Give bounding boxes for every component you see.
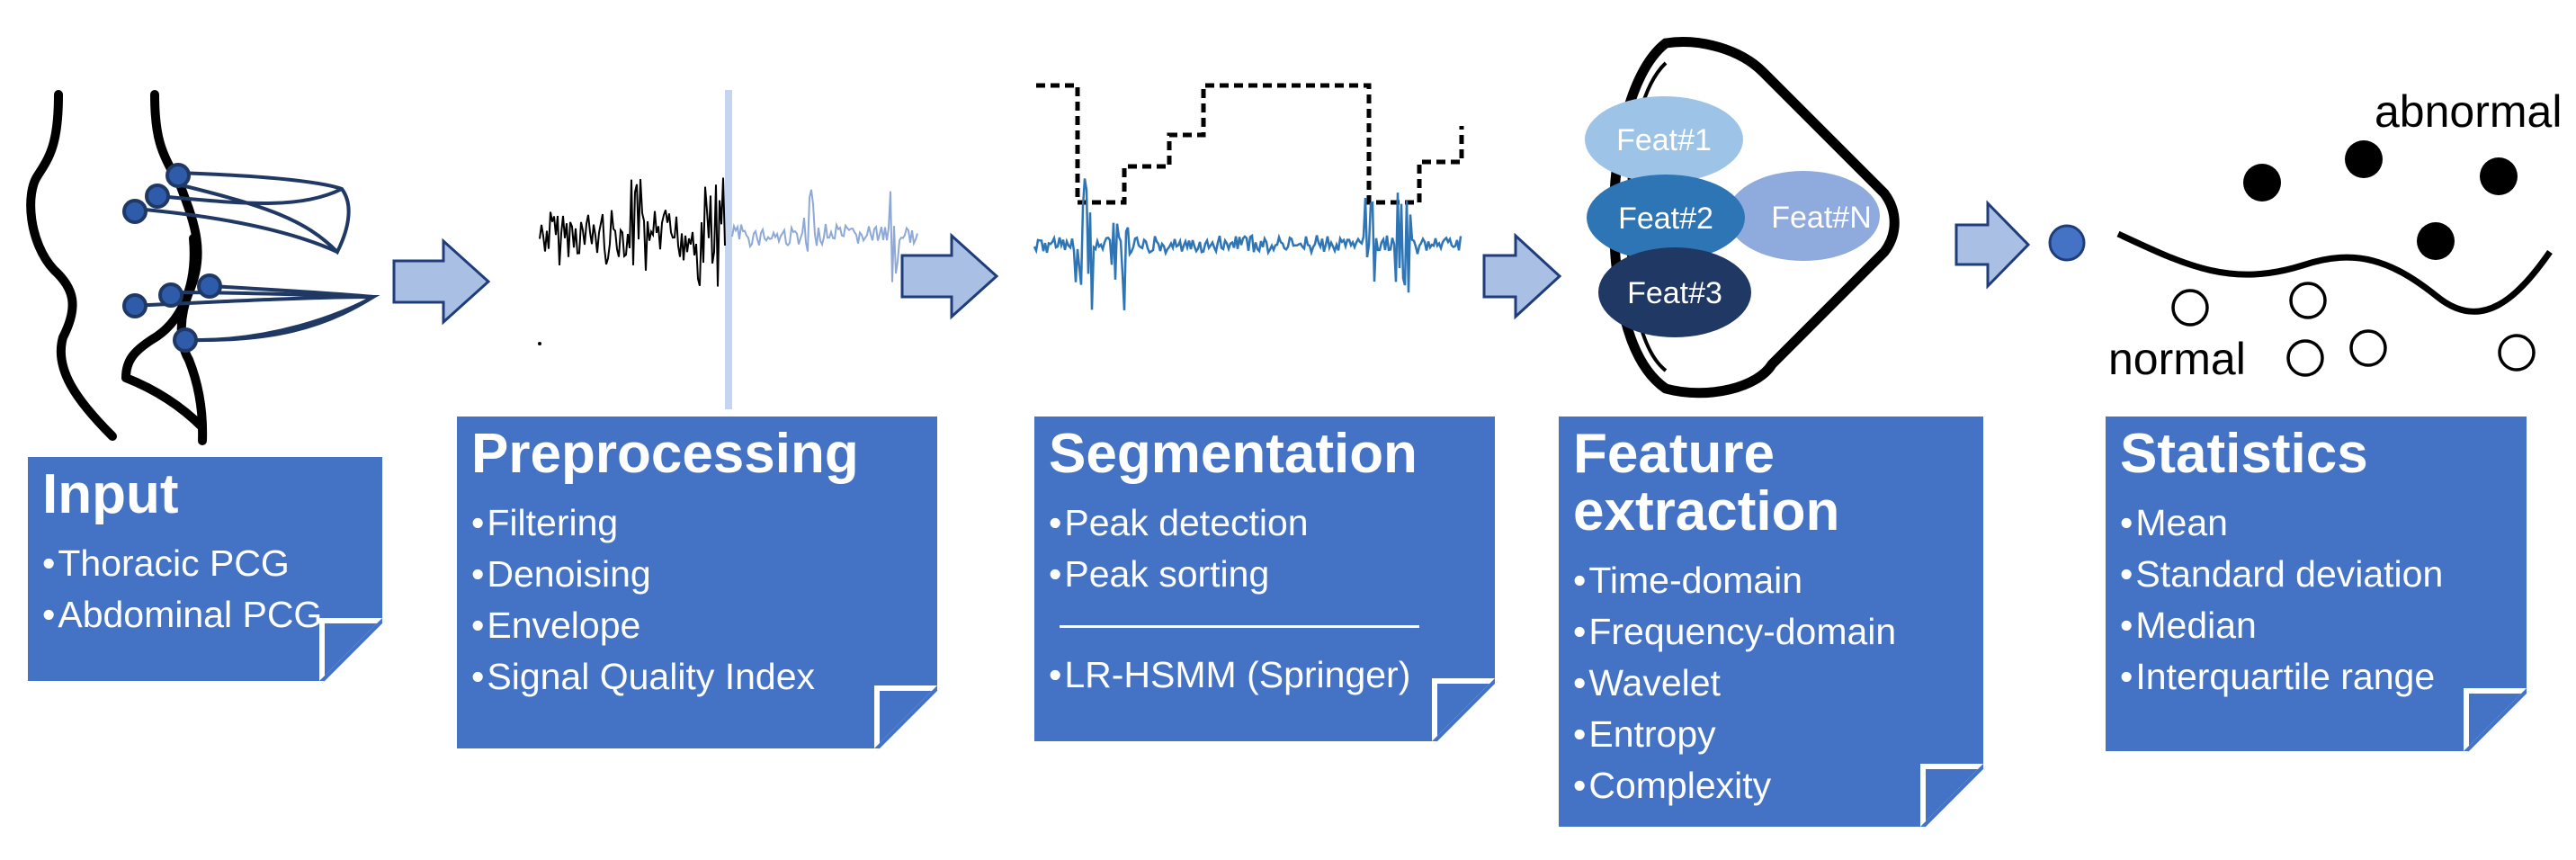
preprocessing-list: Filtering Denoising Envelope Signal Qual… xyxy=(471,497,923,703)
page-fold-icon xyxy=(2464,688,2527,751)
list-item: Denoising xyxy=(471,549,923,600)
feature-extraction-card: Feature extraction Time-domain Frequency… xyxy=(1556,414,1986,829)
title-line: Feature xyxy=(1573,423,1775,485)
segmentation-method-list: LR-HSMM (Springer) xyxy=(1049,649,1480,701)
feat-3-label: Feat#3 xyxy=(1627,276,1722,310)
raw-signal-icon xyxy=(538,90,918,409)
page-fold-icon xyxy=(1920,764,1983,827)
sensor-leads xyxy=(130,171,380,343)
list-item: Time-domain xyxy=(1573,555,1969,606)
decision-boundary xyxy=(2116,230,2553,315)
list-item: Peak sorting xyxy=(1049,549,1480,600)
list-item: Peak detection xyxy=(1049,497,1480,549)
list-item: Complexity xyxy=(1573,760,1969,811)
list-item: LR-HSMM (Springer) xyxy=(1049,649,1480,701)
flow-arrows xyxy=(392,200,2031,326)
segmented-signal-icon xyxy=(1033,83,1464,310)
arrow-right-icon xyxy=(392,237,491,326)
title-line: extraction xyxy=(1573,479,1840,542)
page-fold-icon xyxy=(874,685,937,748)
segmentation-card: Segmentation Peak detection Peak sorting… xyxy=(1032,414,1498,744)
list-item: Entropy xyxy=(1573,709,1969,760)
feature-extraction-list: Time-domain Frequency-domain Wavelet Ent… xyxy=(1573,555,1969,811)
feat-2-label: Feat#2 xyxy=(1618,202,1713,236)
page-fold-icon xyxy=(1432,678,1495,741)
segmentation-list: Peak detection Peak sorting xyxy=(1049,497,1480,600)
feat-n-label: Feat#N xyxy=(1771,201,1872,235)
abnormal-points xyxy=(2243,140,2518,260)
feat-2-ellipse xyxy=(1587,175,1745,261)
input-sample-dot xyxy=(2048,224,2086,262)
classification-plot-icon xyxy=(2048,140,2553,377)
list-item: Envelope xyxy=(471,600,923,651)
list-item: Wavelet xyxy=(1573,658,1969,709)
feat-1-ellipse xyxy=(1585,96,1743,183)
list-item: Median xyxy=(2120,600,2512,651)
feat-1-label: Feat#1 xyxy=(1616,123,1712,157)
preprocessing-title: Preprocessing xyxy=(471,423,859,485)
list-item: Interquartile range xyxy=(2120,651,2512,703)
list-item: Standard deviation xyxy=(2120,549,2512,600)
page-fold-icon xyxy=(319,618,382,681)
feature-extraction-title: Feature extraction xyxy=(1573,426,1969,541)
list-item: Filtering xyxy=(471,497,923,549)
input-card: Input Thoracic PCG Abdominal PCG xyxy=(25,454,385,684)
abnormal-label: abnormal xyxy=(2375,86,2563,137)
statistics-card: Statistics Mean Standard deviation Media… xyxy=(2103,414,2529,754)
divider xyxy=(1060,625,1419,628)
list-item: Frequency-domain xyxy=(1573,606,1969,658)
normal-label: normal xyxy=(2108,334,2246,384)
sensor-dots xyxy=(122,163,222,353)
input-title: Input xyxy=(42,463,179,525)
arrow-right-icon xyxy=(1482,232,1562,320)
feat-n-ellipse xyxy=(1727,171,1880,261)
segmentation-title: Segmentation xyxy=(1049,423,1418,485)
feat-3-ellipse xyxy=(1598,247,1751,337)
list-item: Thoracic PCG xyxy=(42,538,368,589)
statistics-title: Statistics xyxy=(2120,423,2368,485)
list-item: Abdominal PCG xyxy=(42,589,368,641)
normal-points xyxy=(2171,282,2536,377)
input-list: Thoracic PCG Abdominal PCG xyxy=(42,538,368,641)
statistics-list: Mean Standard deviation Median Interquar… xyxy=(2120,497,2512,703)
arrow-right-icon xyxy=(1954,200,2031,290)
preprocessing-card: Preprocessing Filtering Denoising Envelo… xyxy=(454,414,940,751)
list-item: Mean xyxy=(2120,497,2512,549)
torso-icon xyxy=(26,90,208,445)
list-item: Signal Quality Index xyxy=(471,651,923,703)
feature-funnel-icon: Feat#N Feat#1 Feat#2 Feat#3 xyxy=(1585,37,1900,399)
arrow-right-icon xyxy=(900,232,999,320)
